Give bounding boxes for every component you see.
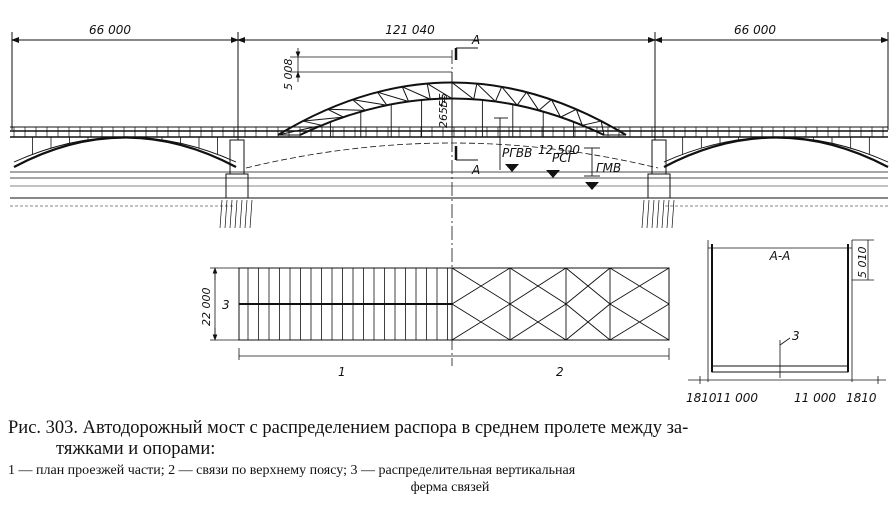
dim-section-bottom-1: 11 000 <box>716 391 758 405</box>
figure-legend: 1 — план проезжей части; 2 — связи по ве… <box>8 462 892 496</box>
left-arch-span <box>13 136 237 168</box>
dim-section-height: 5 010 <box>856 247 869 279</box>
dim-section-bottom-3: 1810 <box>846 391 877 405</box>
right-arch-span <box>663 136 889 168</box>
dim-left-span: 66 000 <box>89 23 131 37</box>
bridge-deck <box>10 126 888 138</box>
dim-section-bottom-2: 11 000 <box>794 391 836 405</box>
figure-caption: Рис. 303. Автодорожный мост с распределе… <box>8 418 892 460</box>
plan-truss-label: 3 <box>222 298 230 312</box>
level-rgvv: РГВВ <box>502 146 532 160</box>
caption-line-2: тяжками и опорами: <box>56 439 216 459</box>
dim-right-span: 66 000 <box>734 23 776 37</box>
dim-height-12500: 12 500 <box>538 143 580 157</box>
section-a-bottom-label: А <box>471 163 480 177</box>
legend-line-1: 1 — план проезжей части; 2 — связи по ве… <box>8 463 576 478</box>
section-a-top-label: А <box>471 33 480 47</box>
dim-section-bottom-0: 1810 <box>686 391 717 405</box>
dim-arch-rise-f: f= <box>437 95 450 108</box>
caption-line-1: Рис. 303. Автодорожный мост с распределе… <box>8 418 689 438</box>
section-aa-title: А-А <box>769 249 791 263</box>
span-dimension-line <box>11 32 889 140</box>
dim-plan-width: 22 000 <box>200 288 213 327</box>
dim-middle-span: 121 040 <box>385 23 435 37</box>
bridge-drawing: 66 000 121 040 66 000 <box>10 23 889 405</box>
level-gmv: ГМВ <box>596 161 621 175</box>
left-pier <box>219 139 253 229</box>
level-rsg: РСГ <box>552 151 576 165</box>
right-pier <box>641 139 675 229</box>
dim-arch-rise-value: 26555 <box>437 93 450 128</box>
legend-line-2: ферма связей <box>410 480 490 495</box>
plan-part-1-label: 1 <box>338 365 346 379</box>
plan-part-2-label: 2 <box>556 365 564 379</box>
dim-arch-rise-top: 5 008 <box>282 59 295 91</box>
section-truss-label: 3 <box>792 329 800 343</box>
section-aa-view <box>688 239 886 384</box>
plan-view <box>210 267 670 360</box>
ground-and-water <box>10 171 888 207</box>
